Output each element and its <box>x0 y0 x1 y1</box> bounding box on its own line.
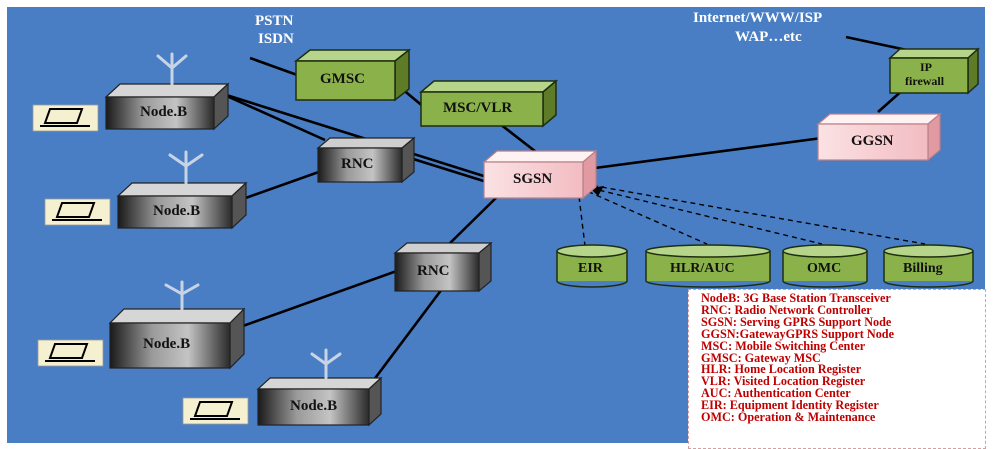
legend-item-rnc: RNC: Radio Network Controller <box>701 302 872 317</box>
pstn-label: PSTN <box>255 13 294 29</box>
link-nodeb2-rnc <box>239 166 331 202</box>
sgsn-box <box>482 149 598 200</box>
hlr-auc-cylinder <box>645 244 771 288</box>
billing-cylinder <box>883 244 974 288</box>
link-mscvlr-sgsn <box>499 122 541 157</box>
antenna-icon <box>156 52 342 380</box>
link-nodeb1-rnc <box>219 91 326 142</box>
ggsn-label: GGSN <box>851 133 894 149</box>
eir-cylinder <box>556 244 628 288</box>
nodeb-2-box <box>116 181 248 230</box>
rnc-upper-box <box>316 136 416 184</box>
legend-item-nodeb: NodeB: 3G Base Station Transceiver <box>701 291 891 305</box>
ggsn-box <box>816 112 942 162</box>
billing-label: Billing <box>903 261 943 276</box>
nodeb-3-box <box>108 307 246 370</box>
connection-lines <box>219 35 931 386</box>
link-nodeb1-sgsn <box>219 91 491 180</box>
legend-item-vlr: VLR: Visited Location Register <box>701 374 866 389</box>
legend-item-ggsn: GGSN:GatewayGPRS Support Node <box>701 326 894 341</box>
link-rnc2-sgsn <box>444 193 501 249</box>
ip-firewall-box <box>888 47 980 95</box>
nodeb-4-label: Node.B <box>290 398 338 414</box>
legend-item-eir: EIR: Equipment Identity Register <box>701 398 879 413</box>
laptop-icon <box>32 104 249 425</box>
rnc-lower-box <box>393 241 493 293</box>
database-cylinders <box>556 244 974 288</box>
nodeb-1-label: Node.B <box>140 104 188 120</box>
internet-label: Internet/WWW/ISP <box>693 10 823 26</box>
ip-firewall-label-line2: firewall <box>905 74 945 88</box>
gmsc-label: GMSC <box>320 71 365 87</box>
nodeb-1-box <box>104 82 230 131</box>
legend-item-sgsn: SGSN: Serving GPRS Support Node <box>701 314 892 329</box>
sgsn-label: SGSN <box>513 171 553 187</box>
link-sgsn-ggsn <box>594 136 823 170</box>
legend-item-msc: MSC: Mobile Switching Center <box>701 338 866 353</box>
link-nodeb4-rnc2 <box>368 284 447 386</box>
omc-label: OMC <box>807 261 842 276</box>
link-rnc-sgsn <box>409 156 491 185</box>
nodeb-4-box <box>256 376 383 427</box>
rnc-upper-label: RNC <box>341 156 374 172</box>
legend-item-auc: AUC: Authentication Center <box>701 386 851 401</box>
eir-label: EIR <box>578 261 603 276</box>
omc-cylinder <box>782 244 868 288</box>
legend-item-hlr: HLR: Home Location Register <box>701 362 862 377</box>
rnc-lower-label: RNC <box>417 263 450 279</box>
msc-vlr-box <box>418 79 559 128</box>
wap-label: WAP…etc <box>735 29 802 45</box>
link-sgsn-billing <box>583 183 926 245</box>
nodeb-2-label: Node.B <box>153 203 201 219</box>
hlr-auc-label: HLR/AUC <box>670 261 735 276</box>
legend-item-gmsc: GMSC: Gateway MSC <box>701 350 821 365</box>
nodeb-3-label: Node.B <box>143 336 191 352</box>
link-pstn-gmsc <box>249 56 301 78</box>
msc-vlr-label: MSC/VLR <box>443 100 513 116</box>
legend-box: NodeB: 3G Base Station Transceiver RNC: … <box>688 289 986 449</box>
link-nodeb3-rnc2 <box>239 266 406 329</box>
ip-firewall-label-line1: IP <box>920 60 932 74</box>
gmsc-box <box>293 48 412 102</box>
isdn-label: ISDN <box>258 31 294 47</box>
legend-item-omc: OMC: Operation & Maintenance <box>701 410 876 425</box>
